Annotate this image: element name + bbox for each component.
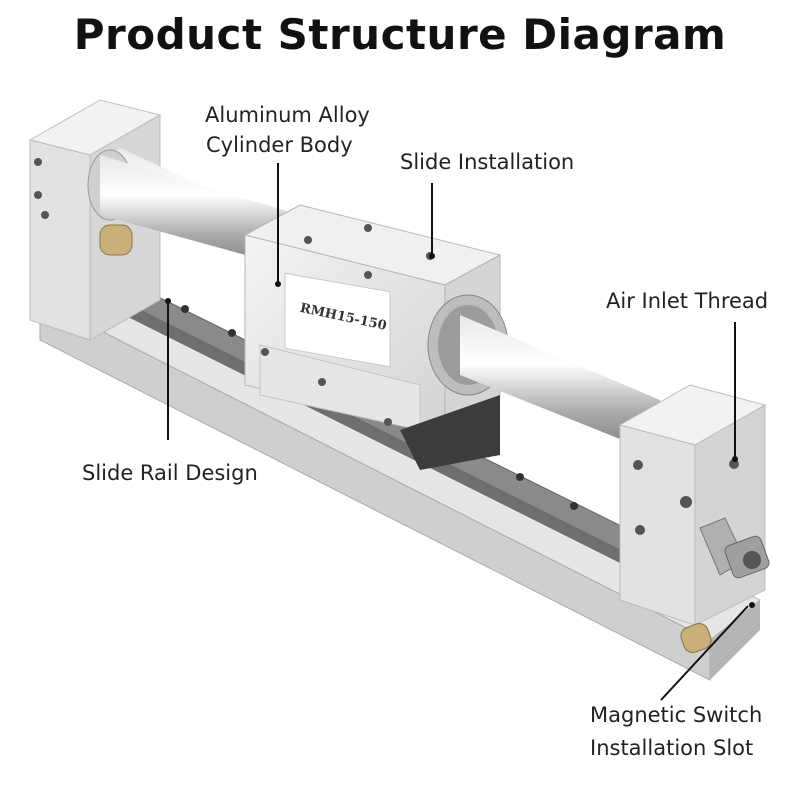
page-title: Product Structure Diagram [73, 10, 727, 59]
label-magnetic-switch-line2: Installation Slot [590, 736, 754, 760]
label-slide-rail-design: Slide Rail Design [82, 461, 258, 485]
slide-carriage [400, 395, 500, 470]
label-cylinder-body-line1: Aluminum Alloy [205, 103, 370, 127]
label-slide-installation: Slide Installation [400, 150, 575, 174]
leader-magnetic-switch [660, 605, 749, 701]
air-fitting [699, 517, 770, 579]
label-cylinder-body-line2: Cylinder Body [206, 133, 353, 157]
leader-lines [167, 163, 749, 701]
rail-screw [228, 329, 236, 337]
cylinder-rod-front [460, 315, 660, 455]
right-stopper-screw [680, 623, 712, 653]
rail-screw [181, 305, 189, 313]
slide-block: RMH15-150 [243, 204, 509, 470]
rail-screw [570, 502, 578, 510]
right-end-block [618, 384, 770, 653]
magnetic-switch-slot [749, 602, 755, 608]
model-plate [284, 272, 391, 368]
rail-screw [516, 473, 524, 481]
left-stopper-screw [99, 224, 133, 256]
label-air-inlet-thread: Air Inlet Thread [606, 289, 769, 313]
label-magnetic-switch-line1: Magnetic Switch [590, 703, 763, 727]
